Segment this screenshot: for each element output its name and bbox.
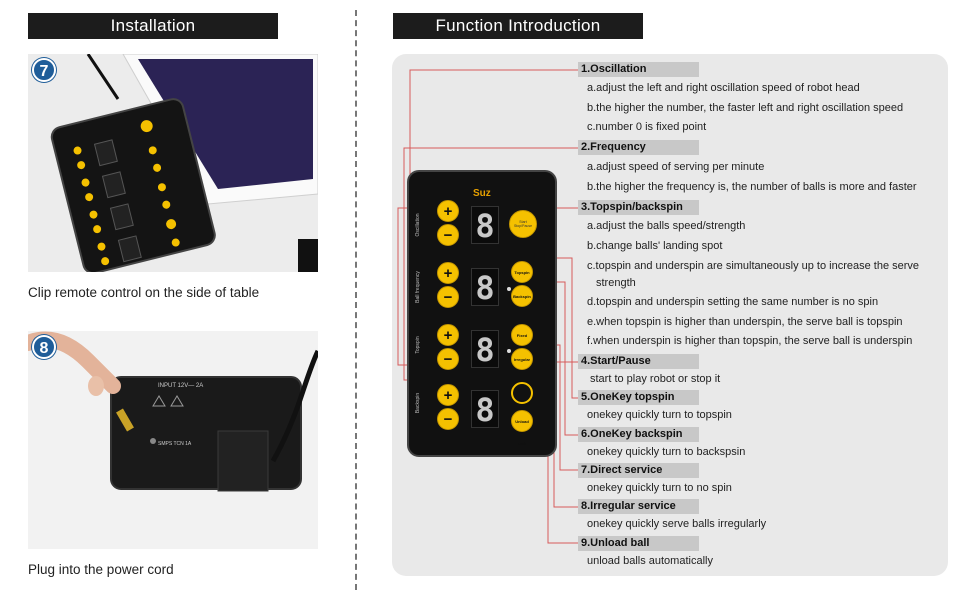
frequency-display: 8 bbox=[471, 268, 499, 307]
power-plug-illustration bbox=[28, 331, 318, 549]
item-9-title: 9.Unload ball bbox=[578, 536, 699, 551]
item-5-title: 5.OneKey topspin bbox=[578, 390, 699, 405]
item-6-title: 6.OneKey backspin bbox=[578, 427, 699, 442]
frequency-dot bbox=[507, 287, 511, 291]
step-7-photo: 7 bbox=[28, 54, 318, 272]
item-3-line: strength bbox=[596, 277, 636, 289]
step-7-caption: Clip remote control on the side of table bbox=[28, 285, 260, 300]
item-7-line: onekey quickly turn to no spin bbox=[587, 482, 732, 494]
item-2-title: 2.Frequency bbox=[578, 140, 699, 155]
topspin-display: 8 bbox=[471, 330, 499, 369]
onekey-backspin-button[interactable]: Backspin bbox=[511, 285, 533, 307]
frequency-minus-button[interactable]: − bbox=[437, 286, 459, 308]
power-smps-label: SMPS TCN 1A bbox=[158, 441, 192, 447]
item-3-line: f.when underspin is higher than topspin,… bbox=[587, 335, 913, 347]
item-1-line: b.the higher the number, the faster left… bbox=[587, 102, 904, 114]
label-ball-frequency: Ball frequency bbox=[415, 271, 421, 303]
item-5-line: onekey quickly turn to topspin bbox=[587, 409, 732, 421]
remote-on-table-illustration bbox=[28, 54, 318, 272]
remote-control: Suz Oscillation Ball frequency Topspin B… bbox=[407, 170, 557, 457]
topspin-dot bbox=[507, 349, 511, 353]
item-4-title: 4.Start/Pause bbox=[578, 354, 699, 369]
item-1-line: a.adjust the left and right oscillation … bbox=[587, 82, 860, 94]
topspin-minus-button[interactable]: − bbox=[437, 348, 459, 370]
power-input-label: INPUT 12V— 2A bbox=[158, 383, 204, 389]
remote-brand: Suz bbox=[473, 188, 491, 199]
oscillation-display: 8 bbox=[471, 206, 499, 245]
label-oscillation: Oscillation bbox=[415, 213, 421, 237]
backspin-plus-button[interactable]: + bbox=[437, 384, 459, 406]
backspin-display: 8 bbox=[471, 390, 499, 429]
power-icon bbox=[511, 382, 533, 404]
item-3-line: b.change balls' landing spot bbox=[587, 240, 723, 252]
unload-ball-button[interactable]: Unload ball bbox=[511, 410, 533, 446]
item-3-title: 3.Topspin/backspin bbox=[578, 200, 699, 215]
item-1-line: c.number 0 is fixed point bbox=[587, 121, 707, 133]
item-3-line: c.topspin and underspin are simultaneous… bbox=[587, 260, 920, 272]
irregular-service-button[interactable]: Irregular service bbox=[511, 348, 533, 384]
section-divider bbox=[355, 10, 357, 590]
onekey-topspin-button[interactable]: Topspin bbox=[511, 261, 533, 283]
step-8-photo: 8 INPUT 12V— 2A SMPS TCN 1A bbox=[28, 331, 318, 549]
start-pause-button[interactable]: Start Stop/Pause bbox=[509, 210, 537, 238]
topspin-plus-button[interactable]: + bbox=[437, 324, 459, 346]
function-introduction-header: Function Introduction bbox=[393, 13, 643, 39]
step-7-badge: 7 bbox=[32, 58, 56, 82]
item-1-title: 1.Oscillation bbox=[578, 62, 699, 77]
item-3-line: a.adjust the balls speed/strength bbox=[587, 220, 746, 232]
item-2-line: b.the higher the frequency is, the numbe… bbox=[587, 181, 917, 193]
frequency-plus-button[interactable]: + bbox=[437, 262, 459, 284]
direct-service-button[interactable]: Fixed service bbox=[511, 324, 533, 360]
item-6-line: onekey quickly turn to backspsin bbox=[587, 446, 746, 458]
item-2-line: a.adjust speed of serving per minute bbox=[587, 161, 765, 173]
item-8-title: 8.Irregular service bbox=[578, 499, 699, 514]
backspin-minus-button[interactable]: − bbox=[437, 408, 459, 430]
oscillation-minus-button[interactable]: − bbox=[437, 224, 459, 246]
item-3-line: e.when topspin is higher than underspin,… bbox=[587, 316, 903, 328]
item-7-title: 7.Direct service bbox=[578, 463, 699, 478]
item-9-line: unload balls automatically bbox=[587, 555, 713, 567]
oscillation-plus-button[interactable]: + bbox=[437, 200, 459, 222]
item-3-line: d.topspin and underspin setting the same… bbox=[587, 296, 879, 308]
item-8-line: onekey quickly serve balls irregularly bbox=[587, 518, 767, 530]
step-8-badge: 8 bbox=[32, 335, 56, 359]
step-8-caption: Plug into the power cord bbox=[28, 562, 174, 577]
item-4-line: start to play robot or stop it bbox=[590, 373, 721, 385]
installation-header: Installation bbox=[28, 13, 278, 39]
label-topspin: Topspin bbox=[415, 336, 421, 354]
label-backspin: Backspin bbox=[415, 392, 421, 414]
